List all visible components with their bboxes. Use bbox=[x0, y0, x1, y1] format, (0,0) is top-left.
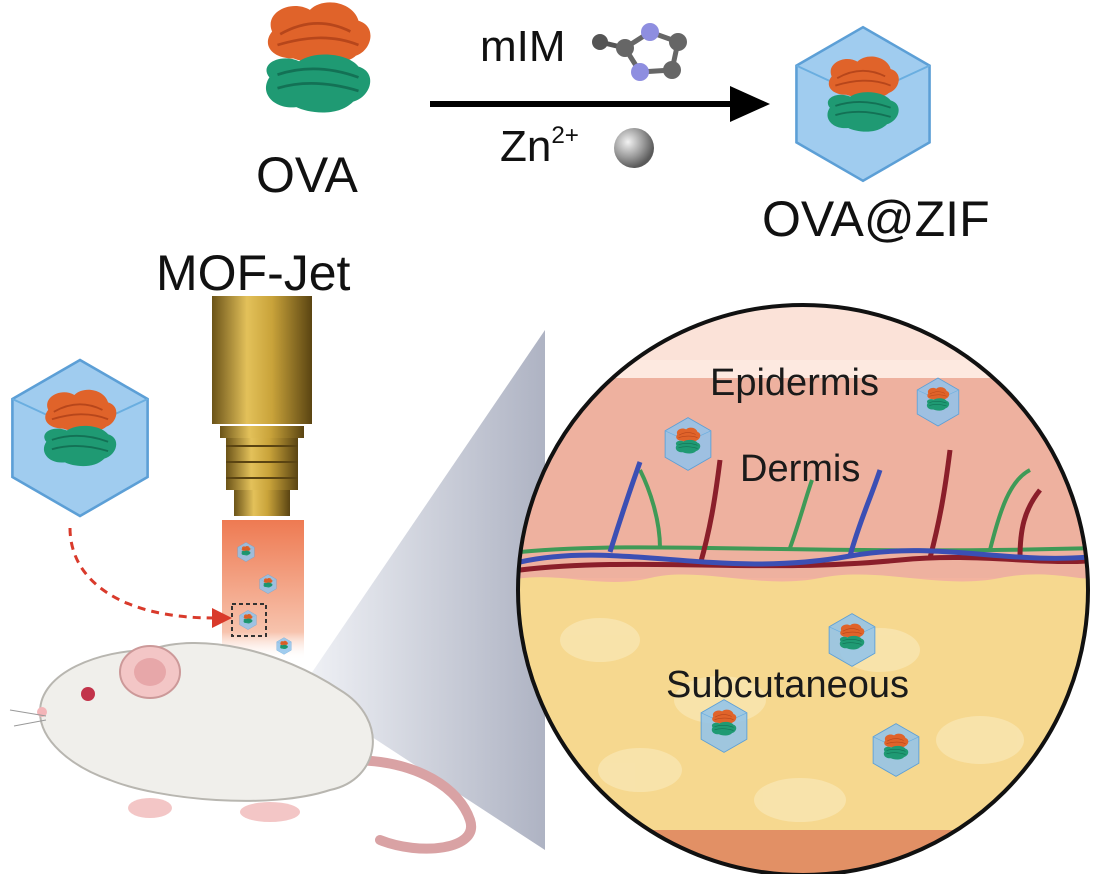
ova-zif-product bbox=[796, 27, 929, 181]
subcutaneous-layer bbox=[518, 574, 1088, 874]
mouse-illustration bbox=[9, 642, 477, 854]
skin-cross-section bbox=[518, 305, 1088, 874]
ova-protein-reactant bbox=[264, 1, 372, 114]
mof-jet-device bbox=[212, 296, 312, 516]
epidermis-label: Epidermis bbox=[710, 362, 879, 404]
zinc-ion-icon bbox=[614, 128, 654, 168]
dashed-arrowhead bbox=[212, 608, 232, 628]
epidermis-layer bbox=[518, 305, 1088, 360]
zinc-label-charge: 2+ bbox=[551, 122, 579, 149]
subcutaneous-label: Subcutaneous bbox=[666, 664, 909, 706]
dashed-arrow bbox=[68, 527, 215, 620]
reactant-label: OVA bbox=[256, 147, 358, 203]
blood-vessel-artery bbox=[519, 449, 1088, 573]
product-label: OVA@ZIF bbox=[762, 191, 990, 247]
zoom-circle-border bbox=[516, 303, 1090, 874]
device-label: MOF-Jet bbox=[156, 245, 351, 301]
mim-molecule-icon bbox=[592, 23, 687, 81]
mim-label: mIM bbox=[480, 22, 566, 71]
dermis-label: Dermis bbox=[740, 448, 861, 490]
reaction-arrow bbox=[430, 86, 770, 122]
highlight-box bbox=[231, 603, 267, 637]
zinc-label-base: Zn bbox=[500, 122, 552, 172]
zif-crystal-enlarged bbox=[12, 360, 147, 516]
blood-vessel-vein bbox=[519, 461, 1088, 567]
lymph-vessel bbox=[519, 468, 1088, 554]
zinc-label: Zn2+ bbox=[500, 122, 579, 172]
